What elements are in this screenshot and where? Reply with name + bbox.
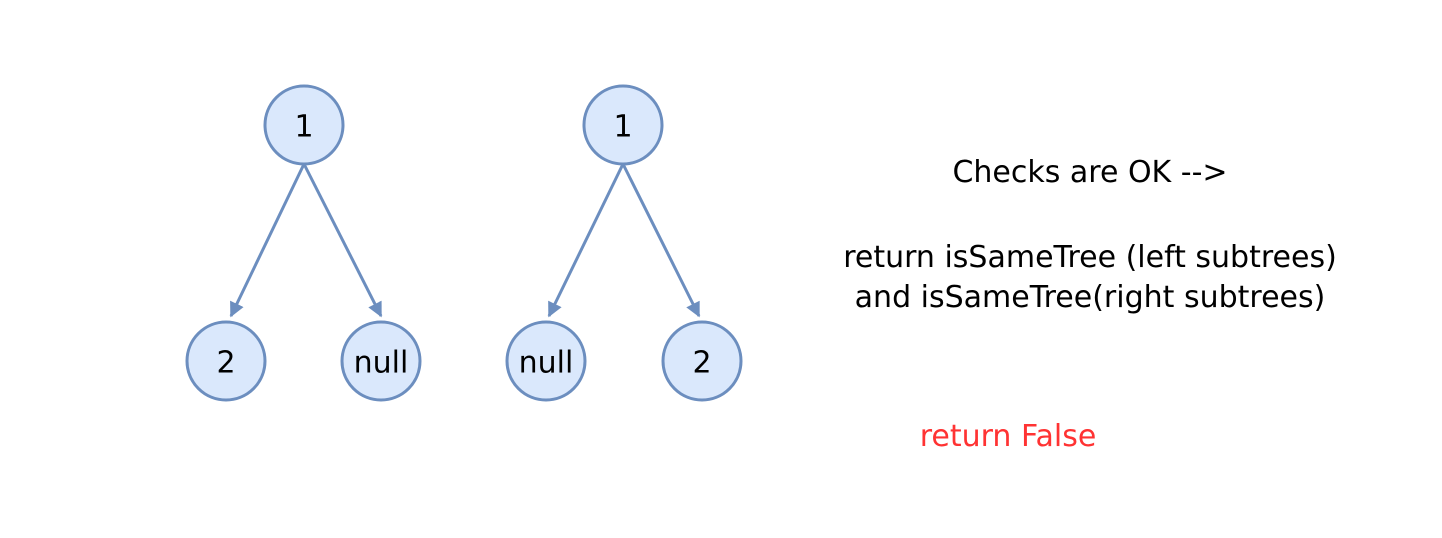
tree-2-left-label: null: [519, 346, 574, 381]
tree-2-right-node: 2: [661, 320, 743, 402]
result-note: return False: [919, 419, 1097, 454]
tree-2-edge-right: [621, 163, 701, 318]
return-line-2: and isSameTree(right subtrees): [854, 280, 1326, 315]
tree-1: 1 2 null: [185, 84, 422, 402]
tree-1-right-label: null: [354, 346, 409, 381]
tree-2-edge-left: [547, 163, 625, 318]
checks-note: Checks are OK -->: [952, 155, 1228, 190]
tree-2-root-node: 1: [582, 84, 664, 166]
tree-1-right-node: null: [340, 320, 422, 402]
tree-2-right-label: 2: [692, 346, 711, 381]
tree-1-root-label: 1: [294, 110, 313, 145]
tree-2-left-node: null: [505, 320, 587, 402]
tree-1-left-label: 2: [216, 346, 235, 381]
tree-1-edge-left: [229, 163, 306, 318]
tree-2: 1 null 2: [505, 84, 743, 402]
return-line-1: return isSameTree (left subtrees): [843, 240, 1337, 275]
tree-2-root-label: 1: [613, 110, 632, 145]
tree-1-edge-right: [302, 163, 383, 318]
tree-1-root-node: 1: [263, 84, 345, 166]
tree-1-left-node: 2: [185, 320, 267, 402]
